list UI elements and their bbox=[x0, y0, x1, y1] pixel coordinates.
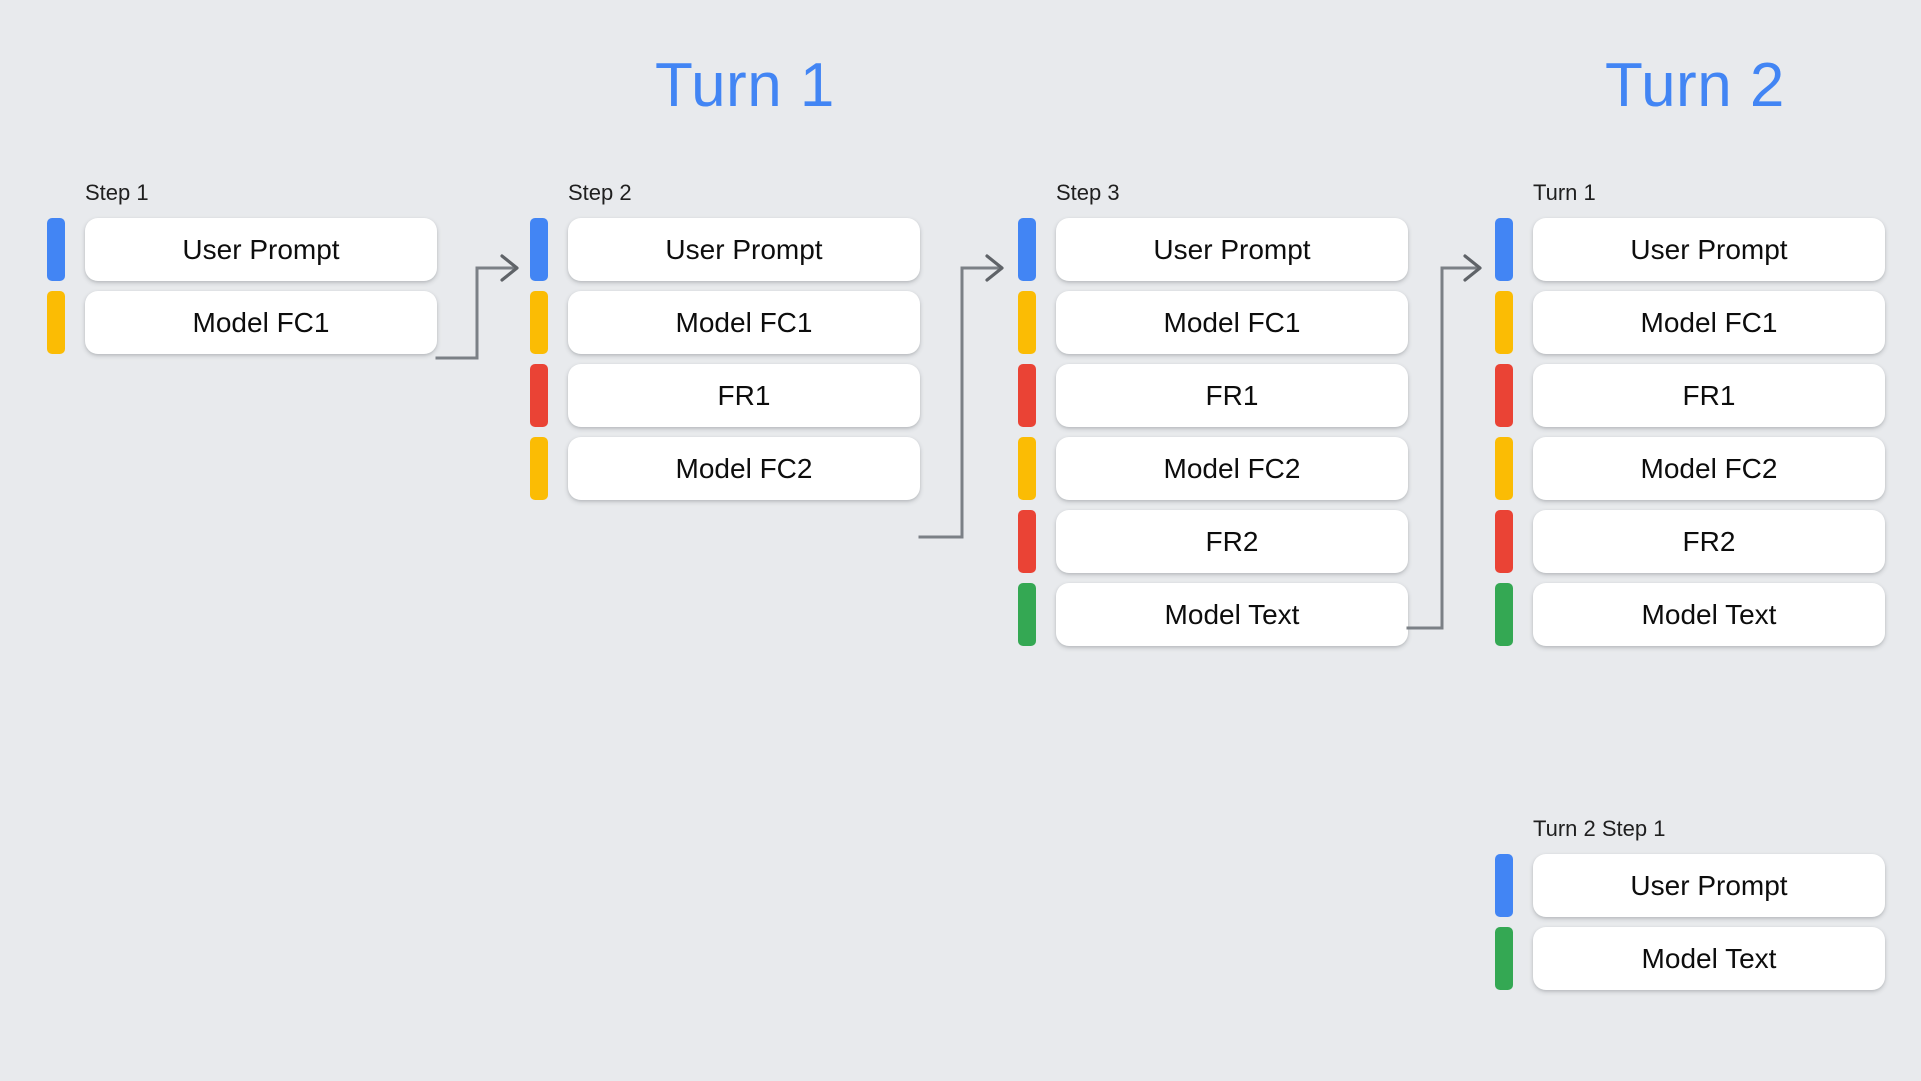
card-user-prompt[interactable]: User Prompt bbox=[1533, 854, 1885, 917]
list-item[interactable]: FR2 bbox=[1495, 510, 1885, 573]
column-label-turn2-step-1: Turn 2 Step 1 bbox=[1533, 816, 1666, 841]
card-label: FR2 bbox=[1205, 525, 1259, 557]
column-step-2: Step 2 User Prompt Model FC1 FR1 Model F… bbox=[530, 182, 920, 500]
list-item[interactable]: Model FC1 bbox=[1495, 291, 1885, 354]
column-label-step-1: Step 1 bbox=[85, 180, 149, 205]
role-bar-function-response-icon bbox=[1495, 364, 1513, 427]
column-label-step-3: Step 3 bbox=[1056, 180, 1120, 205]
role-bar-model-fc-icon bbox=[1018, 437, 1036, 500]
role-bar-model-fc-icon bbox=[530, 437, 548, 500]
card-label: FR1 bbox=[1682, 379, 1736, 411]
role-bar-model-fc-icon bbox=[530, 291, 548, 354]
card-label: Model Text bbox=[1164, 598, 1300, 630]
card-model-fc2[interactable]: Model FC2 bbox=[1533, 437, 1885, 500]
role-bar-user-icon bbox=[1495, 218, 1513, 281]
card-fr1[interactable]: FR1 bbox=[1056, 364, 1408, 427]
list-item[interactable]: Model FC2 bbox=[1018, 437, 1408, 500]
role-bar-function-response-icon bbox=[530, 364, 548, 427]
role-bar-model-text-icon bbox=[1018, 583, 1036, 646]
role-bar-user-icon bbox=[47, 218, 65, 281]
role-bar-model-text-icon bbox=[1495, 927, 1513, 990]
card-fr1[interactable]: FR1 bbox=[1533, 364, 1885, 427]
card-model-fc2[interactable]: Model FC2 bbox=[568, 437, 920, 500]
role-bar-user-icon bbox=[530, 218, 548, 281]
list-item[interactable]: Model Text bbox=[1018, 583, 1408, 646]
turn-2-heading: Turn 2 bbox=[1605, 51, 1785, 120]
arrow-step1-to-step2-icon bbox=[435, 254, 519, 360]
role-bar-model-fc-icon bbox=[1495, 291, 1513, 354]
list-item[interactable]: Model FC2 bbox=[1495, 437, 1885, 500]
column-label-step-2: Step 2 bbox=[568, 180, 632, 205]
role-bar-model-fc-icon bbox=[47, 291, 65, 354]
card-label: Model FC1 bbox=[192, 306, 330, 338]
arrow-step3-to-turn1-icon bbox=[1406, 254, 1482, 630]
list-item[interactable]: User Prompt bbox=[47, 218, 437, 281]
card-user-prompt[interactable]: User Prompt bbox=[568, 218, 920, 281]
role-bar-model-text-icon bbox=[1495, 583, 1513, 646]
list-item[interactable]: User Prompt bbox=[1495, 854, 1885, 917]
arrow-step2-to-step3-icon bbox=[918, 254, 1004, 539]
list-item[interactable]: FR1 bbox=[530, 364, 920, 427]
list-item[interactable]: User Prompt bbox=[1018, 218, 1408, 281]
column-step-3: Step 3 User Prompt Model FC1 FR1 Model F… bbox=[1018, 182, 1408, 646]
column-turn2-turn-1: Turn 1 User Prompt Model FC1 FR1 Model F… bbox=[1495, 182, 1885, 646]
role-bar-user-icon bbox=[1018, 218, 1036, 281]
card-model-fc2[interactable]: Model FC2 bbox=[1056, 437, 1408, 500]
card-label: User Prompt bbox=[1630, 233, 1788, 265]
list-item[interactable]: Model FC1 bbox=[530, 291, 920, 354]
list-item[interactable]: User Prompt bbox=[530, 218, 920, 281]
card-label: User Prompt bbox=[665, 233, 823, 265]
card-model-fc1[interactable]: Model FC1 bbox=[1533, 291, 1885, 354]
list-item[interactable]: Model FC1 bbox=[1018, 291, 1408, 354]
list-item[interactable]: User Prompt bbox=[1495, 218, 1885, 281]
card-label: FR1 bbox=[1205, 379, 1259, 411]
card-label: Model FC1 bbox=[1163, 306, 1301, 338]
card-label: User Prompt bbox=[182, 233, 340, 265]
card-model-text[interactable]: Model Text bbox=[1533, 927, 1885, 990]
card-user-prompt[interactable]: User Prompt bbox=[1056, 218, 1408, 281]
card-label: Model Text bbox=[1641, 942, 1777, 974]
card-label: Model Text bbox=[1641, 598, 1777, 630]
card-fr2[interactable]: FR2 bbox=[1056, 510, 1408, 573]
card-label: FR1 bbox=[717, 379, 771, 411]
role-bar-model-fc-icon bbox=[1018, 291, 1036, 354]
card-label: FR2 bbox=[1682, 525, 1736, 557]
card-model-text[interactable]: Model Text bbox=[1533, 583, 1885, 646]
role-bar-function-response-icon bbox=[1018, 510, 1036, 573]
turn-1-heading: Turn 1 bbox=[655, 51, 835, 120]
list-item[interactable]: Model Text bbox=[1495, 927, 1885, 990]
card-model-fc1[interactable]: Model FC1 bbox=[568, 291, 920, 354]
card-fr1[interactable]: FR1 bbox=[568, 364, 920, 427]
card-label: Model FC1 bbox=[675, 306, 813, 338]
card-label: Model FC1 bbox=[1640, 306, 1778, 338]
column-turn2-step-1: Turn 2 Step 1 User Prompt Model Text bbox=[1495, 818, 1885, 990]
list-item[interactable]: Model FC1 bbox=[47, 291, 437, 354]
list-item[interactable]: Model Text bbox=[1495, 583, 1885, 646]
list-item[interactable]: FR2 bbox=[1018, 510, 1408, 573]
card-label: Model FC2 bbox=[675, 452, 813, 484]
card-label: Model FC2 bbox=[1640, 452, 1778, 484]
role-bar-function-response-icon bbox=[1018, 364, 1036, 427]
column-step-1: Step 1 User Prompt Model FC1 bbox=[47, 182, 437, 354]
list-item[interactable]: FR1 bbox=[1018, 364, 1408, 427]
role-bar-model-fc-icon bbox=[1495, 437, 1513, 500]
list-item[interactable]: FR1 bbox=[1495, 364, 1885, 427]
card-user-prompt[interactable]: User Prompt bbox=[85, 218, 437, 281]
list-item[interactable]: Model FC2 bbox=[530, 437, 920, 500]
column-label-turn2-turn-1: Turn 1 bbox=[1533, 180, 1596, 205]
card-fr2[interactable]: FR2 bbox=[1533, 510, 1885, 573]
card-model-fc1[interactable]: Model FC1 bbox=[1056, 291, 1408, 354]
card-label: Model FC2 bbox=[1163, 452, 1301, 484]
card-label: User Prompt bbox=[1630, 869, 1788, 901]
card-model-fc1[interactable]: Model FC1 bbox=[85, 291, 437, 354]
card-model-text[interactable]: Model Text bbox=[1056, 583, 1408, 646]
role-bar-function-response-icon bbox=[1495, 510, 1513, 573]
card-label: User Prompt bbox=[1153, 233, 1311, 265]
role-bar-user-icon bbox=[1495, 854, 1513, 917]
card-user-prompt[interactable]: User Prompt bbox=[1533, 218, 1885, 281]
